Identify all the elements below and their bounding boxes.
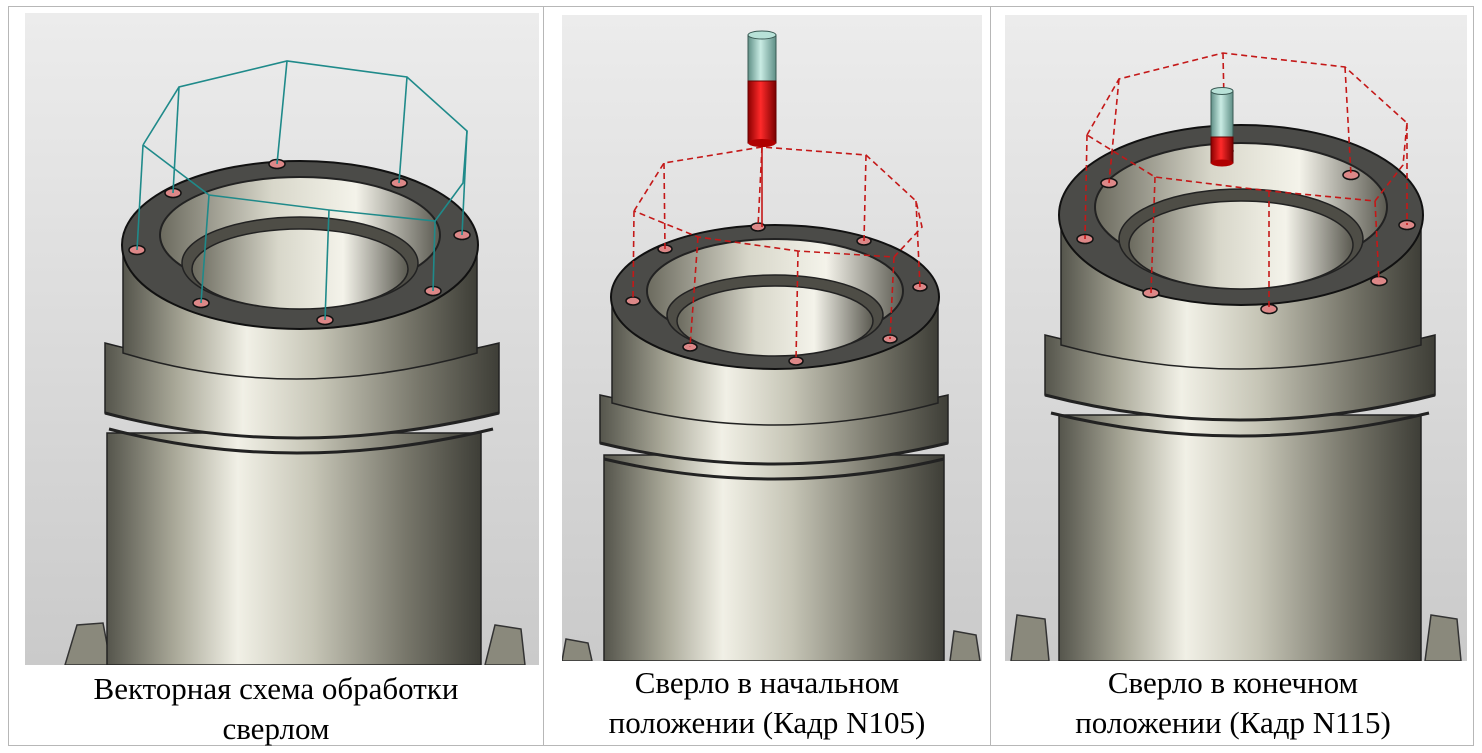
caption-line-1: Сверло в начальном [634, 665, 900, 700]
drill-tool [1210, 87, 1234, 167]
caption-line-2: сверлом [222, 711, 330, 746]
caption-line-1: Векторная схема обработки [93, 671, 459, 706]
caption-line-1: Сверло в конечном [1107, 665, 1359, 700]
caption-drill-end: Сверло в конечном положении (Кадр N115) [991, 663, 1475, 743]
toolpath-vector [136, 60, 468, 321]
panel-drill-start: Сверло в начальном положении (Кадр N105) [544, 7, 991, 745]
viewport-vector-scheme [25, 13, 539, 665]
caption-vector-scheme: Векторная схема обработки сверлом [9, 669, 543, 749]
panel-vector-scheme: Векторная схема обработки сверлом [9, 7, 544, 746]
caption-drill-start: Сверло в начальном положении (Кадр N105) [544, 663, 990, 743]
figure-table: Векторная схема обработки сверлом [8, 6, 1474, 746]
panel-drill-end: Сверло в конечном положении (Кадр N115) [991, 7, 1475, 745]
cad-model-vector-scheme [25, 13, 539, 665]
caption-line-2: положении (Кадр N115) [1075, 705, 1391, 740]
drill-tool [747, 30, 777, 147]
viewport-drill-start [562, 15, 982, 661]
caption-line-2: положении (Кадр N105) [608, 705, 926, 740]
viewport-drill-end [1005, 15, 1467, 661]
cad-model-drill-start [562, 15, 982, 661]
cad-model-drill-end [1005, 15, 1467, 661]
